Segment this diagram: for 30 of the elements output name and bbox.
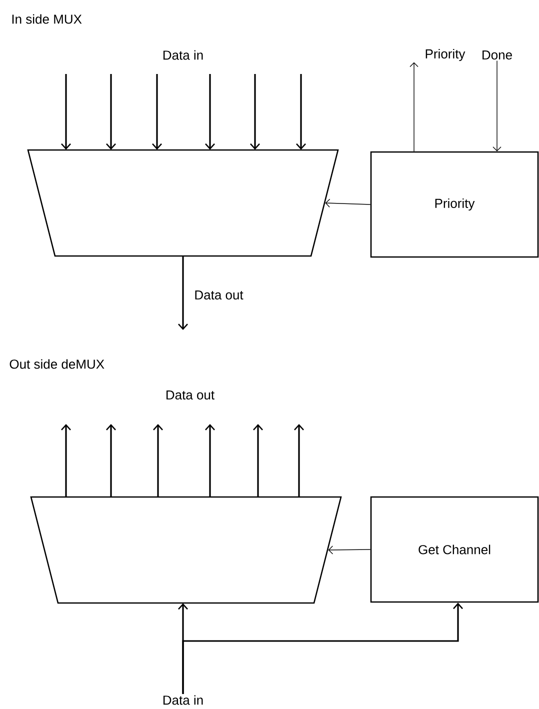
signal-label: Data out — [195, 290, 244, 300]
multiplexer-trapezoid — [27, 149, 339, 257]
multiplexer-trapezoid — [30, 496, 342, 604]
arrow — [61, 74, 71, 150]
signal-label: Data in — [163, 50, 203, 60]
arrow — [205, 74, 215, 150]
arrow — [328, 546, 371, 554]
arrow — [205, 424, 215, 497]
arrow — [152, 74, 162, 150]
section-heading: In side MUX — [12, 14, 82, 24]
arrow — [410, 62, 418, 152]
arrow — [325, 198, 371, 208]
arrow — [182, 602, 463, 694]
arrow — [296, 74, 306, 150]
signal-label: Data in — [163, 695, 203, 705]
arrow — [106, 424, 116, 497]
signal-label: Data out — [166, 390, 214, 400]
arrow — [294, 424, 304, 497]
arrow — [492, 60, 502, 152]
process-box: Get Channel — [370, 496, 539, 603]
arrow — [250, 74, 260, 150]
arrow — [178, 256, 188, 330]
arrow — [106, 74, 116, 150]
signal-label: Priority — [426, 48, 466, 62]
signal-label: Done — [482, 50, 512, 60]
section-heading: Out side deMUX — [10, 359, 104, 369]
arrow — [153, 424, 163, 497]
priority-box: Priority — [370, 151, 539, 258]
arrow — [61, 424, 71, 497]
arrow — [253, 424, 263, 497]
